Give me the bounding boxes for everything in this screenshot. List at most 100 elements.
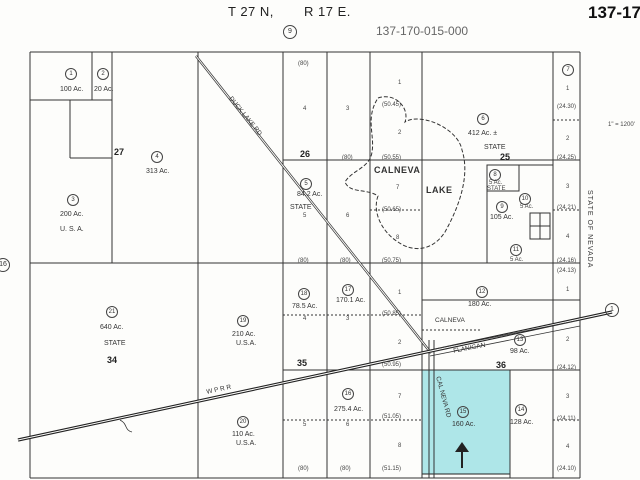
lot-number: 8 xyxy=(398,443,402,449)
width-label: (24.25) xyxy=(557,155,577,161)
width-label: (50.85) xyxy=(382,311,402,317)
lake-label-lake: LAKE xyxy=(426,185,453,195)
parcel-19-owner: U.S.A. xyxy=(236,340,257,347)
parcel-20-acres: 110 Ac. xyxy=(232,431,255,438)
up-arrow-icon xyxy=(455,442,469,468)
lot-number: 1 xyxy=(398,290,402,296)
parcel-15-number[interactable]: 15 xyxy=(457,406,469,418)
lot-number: 1 xyxy=(566,287,570,293)
lot-number: 2 xyxy=(398,340,402,346)
parcel-11-acres: 5 Ac. xyxy=(510,257,524,263)
parcel-8-number[interactable]: 8 xyxy=(489,169,501,181)
width-label: (50.45) xyxy=(382,102,402,108)
width-label: (24.11) xyxy=(557,416,576,422)
width-label: (24.13) xyxy=(557,268,577,274)
lot-number: 2 xyxy=(398,130,402,136)
width-label: (80) xyxy=(298,61,309,67)
parcel-10-acres: 5 Ac. xyxy=(520,204,534,210)
parcel-9-number[interactable]: 9 xyxy=(496,201,508,213)
parcel-21-number[interactable]: 21 xyxy=(106,306,118,318)
parcel-16-acres: 275.4 Ac. xyxy=(334,406,364,413)
lot-number: 7 xyxy=(398,394,402,400)
highlighted-parcel-15[interactable] xyxy=(421,369,511,475)
parcel-13-acres: 98 Ac. xyxy=(510,348,530,355)
lot-number: 1 xyxy=(398,80,402,86)
parcel-11-number[interactable]: 11 xyxy=(510,244,522,256)
parcel-2-number[interactable]: 2 xyxy=(97,68,109,80)
lot-number: 7 xyxy=(396,185,400,191)
parcel-18-number[interactable]: 18 xyxy=(298,288,310,300)
lake-label-calneva: CALNEVA xyxy=(374,165,421,175)
width-label: (80) xyxy=(298,258,309,264)
parcel-12-number[interactable]: 12 xyxy=(476,286,488,298)
parcel-5-acres: 84.2 Ac. xyxy=(297,191,323,198)
lot-number: 3 xyxy=(346,106,350,112)
parcel-1-acres: 100 Ac. xyxy=(60,86,84,93)
width-label: (50.55) xyxy=(382,155,402,161)
lot-number: 4 xyxy=(303,316,307,322)
parcel-5-number[interactable]: 5 xyxy=(300,178,312,190)
lot-number: 2 xyxy=(566,136,570,142)
lot-number: 3 xyxy=(566,394,570,400)
width-label: (50.75) xyxy=(382,258,402,264)
parcel-10-number[interactable]: 10 xyxy=(519,193,531,205)
width-label: (24.30) xyxy=(557,104,577,110)
lot-number: 4 xyxy=(566,234,570,240)
width-label: (24.10) xyxy=(557,466,577,472)
township-label: T 27 N, xyxy=(228,4,274,19)
section-35: 35 xyxy=(297,358,308,368)
parcel-6-owner: STATE xyxy=(484,144,506,151)
parcel-13-number[interactable]: 13 xyxy=(514,334,526,346)
width-label: (24.12) xyxy=(557,365,577,371)
section-27: 27 xyxy=(114,147,125,157)
width-label: (24.16) xyxy=(557,258,577,264)
lot-number: 6 xyxy=(346,422,350,428)
parcel-19-number[interactable]: 19 xyxy=(237,315,249,327)
parcel-16-number[interactable]: 16 xyxy=(342,388,354,400)
width-label: (80) xyxy=(340,466,351,472)
lot-number: 3 xyxy=(346,316,350,322)
parcel-17-number[interactable]: 17 xyxy=(342,284,354,296)
lot-number: 4 xyxy=(303,106,307,112)
parcel-1-number[interactable]: 1 xyxy=(65,68,77,80)
parcel-4-acres: 313 Ac. xyxy=(146,168,170,175)
width-label: (51.15) xyxy=(382,466,402,472)
left-page-circle: 16 xyxy=(0,258,10,272)
parcel-number[interactable]: 137-170-015-000 xyxy=(376,24,469,38)
lot-number: 2 xyxy=(566,337,570,343)
parcel-17-acres: 170.1 Ac. xyxy=(336,297,366,304)
parcel-20-number[interactable]: 20 xyxy=(237,416,249,428)
section-36: 36 xyxy=(496,360,507,370)
width-label: (51.05) xyxy=(382,414,402,420)
parcel-3-acres: 200 Ac. xyxy=(60,211,84,218)
width-label: (80) xyxy=(342,155,353,161)
book-page-number: 137-17 xyxy=(588,3,640,22)
lot-number: 1 xyxy=(566,86,570,92)
parcel-18-acres: 78.5 Ac. xyxy=(292,303,318,310)
width-label: (24.21) xyxy=(557,205,577,211)
parcel-14-number[interactable]: 14 xyxy=(515,404,527,416)
parcel-12-acres: 180 Ac. xyxy=(468,301,492,308)
width-label: (80) xyxy=(340,258,351,264)
lot-number: 5 xyxy=(303,213,307,219)
parcel-6-number[interactable]: 6 xyxy=(477,113,489,125)
range-label: R 17 E. xyxy=(304,4,351,19)
parcel-21-owner: STATE xyxy=(104,340,126,347)
scale-label: 1" = 1200' xyxy=(608,122,635,128)
parcel-6-acres: 412 Ac. ± xyxy=(468,130,498,137)
parcel-8-owner: STATE xyxy=(487,186,506,192)
lot-number: 8 xyxy=(396,235,400,241)
parcel-4-number[interactable]: 4 xyxy=(151,151,163,163)
state-line-marker: 1 xyxy=(605,303,619,317)
parcel-7-number[interactable]: 7 xyxy=(562,64,574,76)
state-of-nevada-label: STATE OF NEVADA xyxy=(586,190,593,269)
parcel-3-number[interactable]: 3 xyxy=(67,194,79,206)
lot-number: 4 xyxy=(566,444,570,450)
parcel-3-owner: U. S. A. xyxy=(60,226,84,233)
lot-number: 6 xyxy=(346,213,350,219)
parcel-21-acres: 640 Ac. xyxy=(100,324,124,331)
section-25: 25 xyxy=(500,152,511,162)
parcel-19-acres: 210 Ac. xyxy=(232,331,256,338)
